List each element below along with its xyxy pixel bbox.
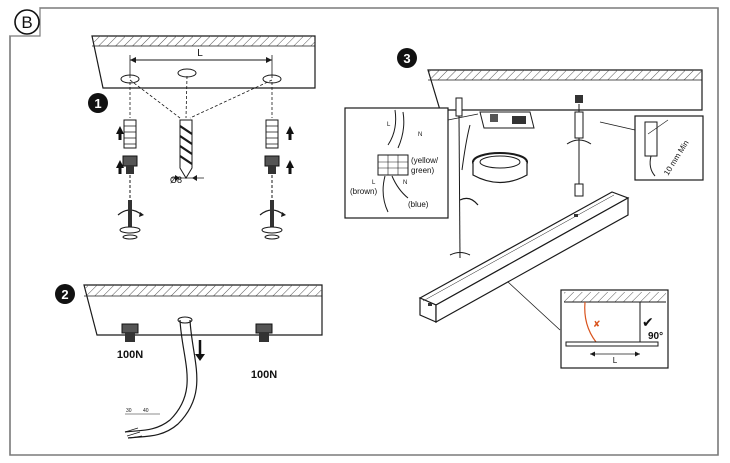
brown-label: (brown)	[350, 187, 377, 196]
screw-anchor-icon	[264, 155, 280, 167]
min-distance-callout: 10 mm Min	[599, 115, 704, 181]
wire-label-L: L	[387, 122, 391, 128]
step-3-badge	[397, 48, 417, 68]
blue-label: (blue)	[408, 200, 429, 209]
ceiling-hatch-1	[92, 36, 315, 46]
step-1-badge	[88, 93, 108, 113]
step-1-group: L Ø8 1	[88, 35, 316, 240]
canopy-icon	[472, 152, 528, 184]
strip-length-b: 40	[143, 408, 149, 414]
power-cable	[124, 319, 188, 433]
distance-label-3: L	[613, 356, 618, 365]
wall-plug-icon	[265, 119, 279, 149]
linear-luminaire	[418, 191, 630, 324]
terminal-L: L	[372, 180, 376, 186]
hole-center	[177, 68, 197, 78]
step-3-number: 3	[403, 51, 410, 66]
section-letter: B	[21, 13, 32, 32]
load-label-right: 100N	[251, 369, 277, 381]
screw-anchor-icon	[122, 155, 138, 167]
section-badge: B	[10, 8, 41, 37]
drill-bit-icon	[179, 119, 193, 179]
step-2-number: 2	[61, 287, 68, 302]
suspension-cable-left	[458, 115, 461, 259]
yellow-green-line1: (yellow/	[411, 156, 439, 165]
check-mark: ✔	[642, 315, 654, 331]
arrow-down-icon	[195, 354, 205, 361]
wiring-callout: L N (yellow/ green) L N (brown) (blue)	[344, 107, 479, 219]
ceiling-anchor-icon	[455, 97, 463, 117]
terminal-block-icon	[377, 154, 409, 176]
terminal-N: N	[403, 180, 407, 186]
load-label-left: 100N	[117, 349, 143, 361]
tilted-cable	[584, 301, 597, 343]
anchor-stack-right	[259, 119, 294, 240]
distance-label-1: L	[197, 48, 203, 59]
wire-label-N: N	[418, 132, 422, 138]
step-2-group: 2 100N 100N 30 40	[55, 284, 323, 439]
strip-length-a: 30	[126, 408, 132, 414]
installed-anchor-right	[255, 323, 273, 342]
step-2-badge	[55, 284, 75, 304]
installed-anchor-left	[121, 323, 139, 342]
cable-hole	[177, 316, 193, 324]
drill-diameter-label: Ø8	[170, 175, 182, 185]
anchor-stack-left	[116, 119, 144, 240]
cross-mark: ✘	[593, 320, 601, 330]
step-1-number: 1	[94, 96, 101, 111]
step-3-group: 3	[344, 48, 704, 369]
yellow-green-line2: green)	[411, 166, 434, 175]
angle-label: 90°	[648, 331, 663, 342]
angle-callout: ✘ ✔ 90° L	[507, 281, 669, 369]
ceiling-screw-icon	[575, 95, 583, 103]
